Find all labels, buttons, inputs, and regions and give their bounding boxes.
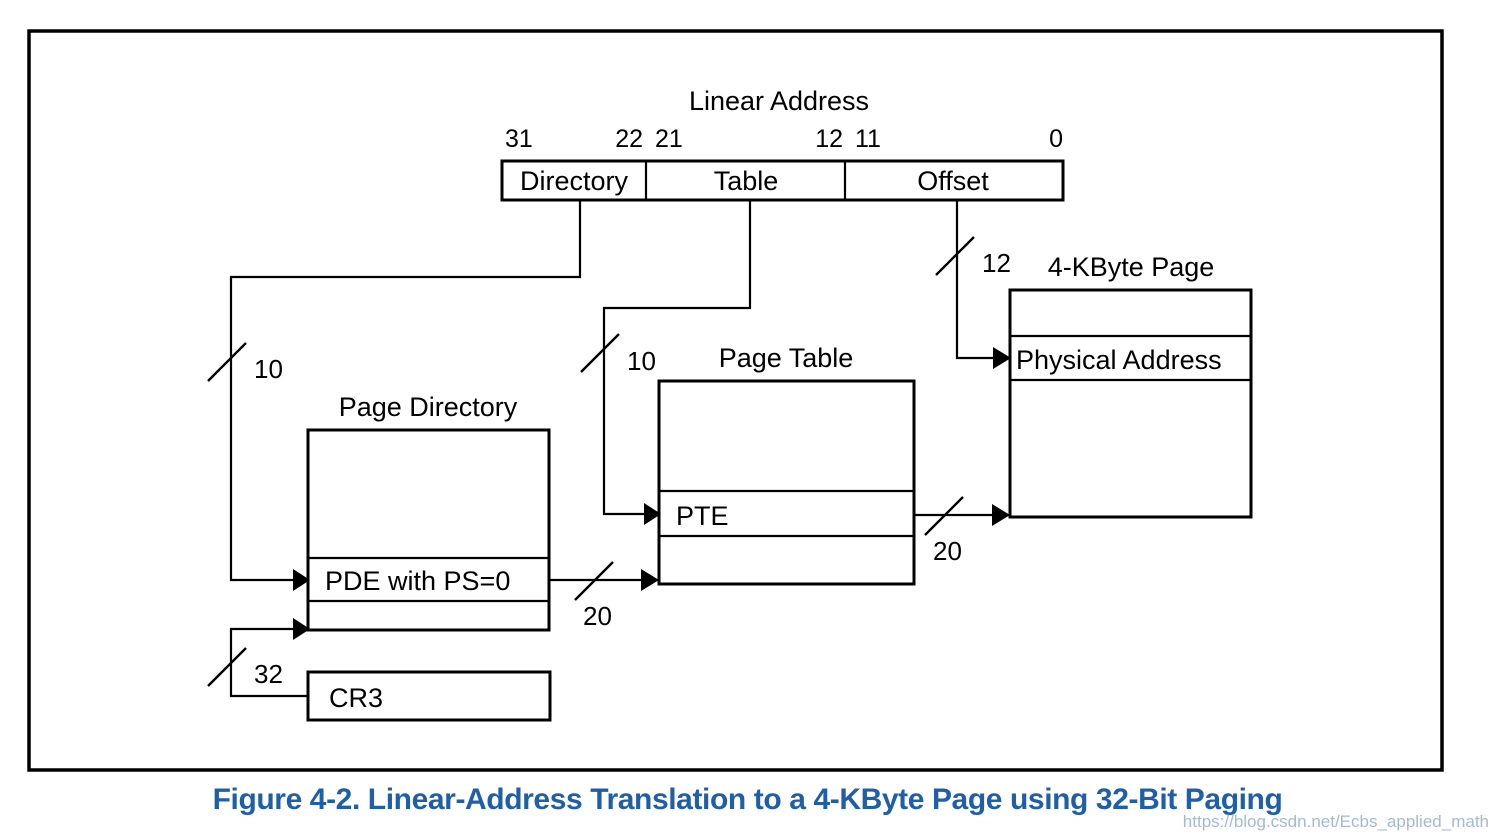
arrowhead-offset-to-physical-address (993, 347, 1011, 369)
linear-address-bar (500, 159, 1065, 202)
cr3-label: CR3 (329, 683, 383, 713)
field-table-label: Table (714, 166, 779, 196)
field-directory-label: Directory (520, 166, 629, 196)
page-frame-title: 4-KByte Page (1048, 252, 1215, 282)
bus-width-pte-base: 20 (933, 536, 962, 566)
connector-directory-to-pde (229, 200, 582, 582)
arrowhead-cr3-to-page-directory (293, 618, 310, 640)
bit-label-11: 11 (855, 125, 881, 153)
bus-width-pde-base: 20 (583, 601, 612, 631)
page-table-entry-label: PTE (676, 501, 729, 531)
bit-label-21: 21 (655, 125, 683, 153)
bus-width-offset: 12 (982, 248, 1011, 278)
bus-width-cr3-base: 32 (254, 659, 283, 689)
linear-address-title: Linear Address (689, 86, 869, 116)
bus-tick-pte-base (924, 496, 964, 536)
bus-tick-cr3-base (207, 647, 247, 687)
arrowhead-table-to-pte (644, 503, 661, 525)
cr3-box (306, 670, 552, 722)
bus-tick-directory (207, 342, 247, 382)
page-directory-box (306, 428, 551, 632)
bit-label-31: 31 (505, 125, 533, 153)
arrowhead-directory-to-pde (293, 569, 310, 591)
page-directory-title: Page Directory (339, 392, 518, 422)
bus-tick-offset (935, 236, 975, 276)
figure-caption: Figure 4-2. Linear-Address Translation t… (212, 783, 1283, 816)
field-offset-label: Offset (917, 166, 989, 196)
bus-tick-table (580, 333, 620, 373)
bit-label-12: 12 (815, 125, 843, 153)
figure-border (27, 29, 1444, 772)
bus-tick-pde-base (574, 561, 614, 601)
page-table-title: Page Table (719, 343, 854, 373)
page-table-box (657, 379, 916, 586)
connector-table-to-pte (602, 200, 752, 516)
bit-label-22: 22 (615, 125, 643, 153)
bus-width-table: 10 (627, 346, 656, 376)
bus-width-directory: 10 (254, 354, 283, 384)
page-directory-entry-label: PDE with PS=0 (325, 566, 510, 596)
connector-offset-to-physical-address (955, 200, 993, 360)
page-frame-box (1008, 288, 1253, 519)
page-frame-entry-label: Physical Address (1016, 345, 1222, 375)
arrowhead-pte-to-page-frame (992, 504, 1010, 526)
arrowhead-pde-to-page-table (641, 569, 659, 591)
bit-label-0: 0 (1049, 125, 1063, 153)
